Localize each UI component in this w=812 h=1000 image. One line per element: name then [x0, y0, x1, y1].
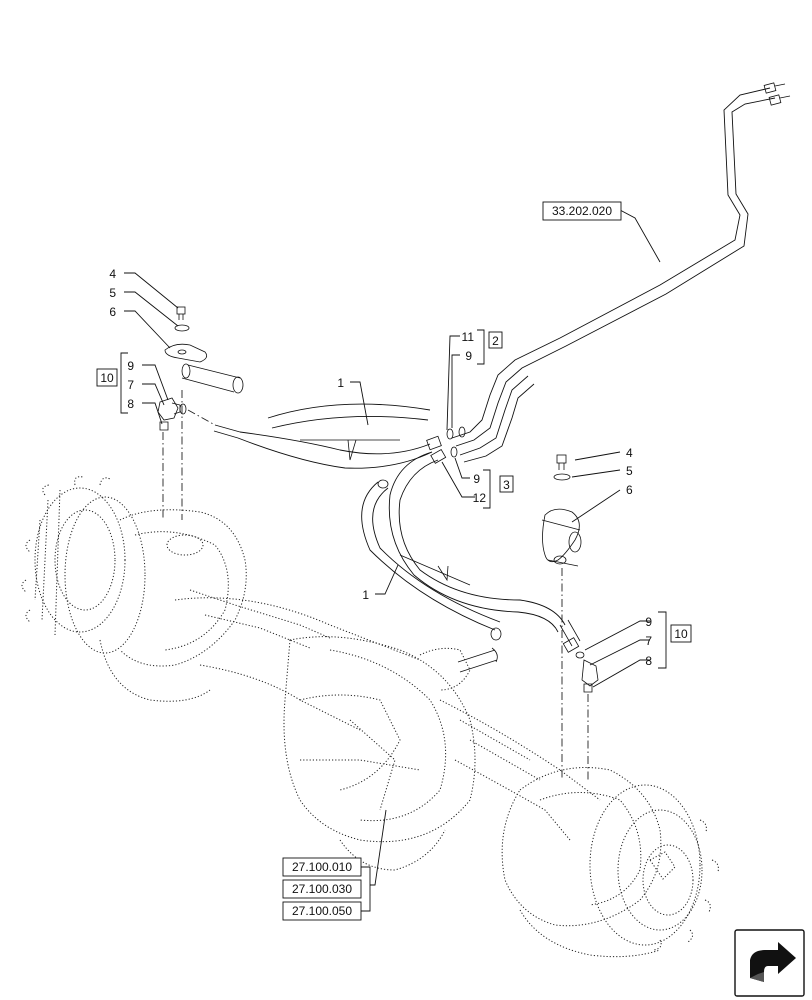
callout-7-right: 7 [645, 634, 652, 648]
right-bracket-group [541, 454, 599, 693]
rigid-pipes [446, 82, 791, 463]
left-bracket-group [157, 306, 244, 431]
callout-1-lower: 1 [362, 588, 369, 602]
callout-8-right: 8 [645, 654, 652, 668]
callout-4-left: 4 [109, 267, 116, 281]
group-2: 2 [492, 334, 499, 348]
group-10-right: 10 [674, 627, 688, 641]
center-line [187, 409, 216, 426]
group-boxes: 10 2 3 10 [96, 331, 692, 643]
callout-9-left: 9 [127, 359, 134, 373]
reference-boxes: 33.202.020 27.100.010 27.100.030 27.100.… [282, 201, 622, 921]
callout-6-right: 6 [626, 483, 633, 497]
callout-1-upper: 1 [337, 376, 344, 390]
ref-27-100-010: 27.100.010 [292, 860, 352, 874]
leader-lines [124, 209, 661, 886]
callout-12: 12 [473, 491, 487, 505]
group-brackets [120, 329, 667, 669]
callout-9-mid: 9 [473, 472, 480, 486]
group-10-left: 10 [100, 371, 114, 385]
group-3: 3 [503, 478, 510, 492]
ref-27-100-050: 27.100.050 [292, 904, 352, 918]
callout-7-left: 7 [127, 378, 134, 392]
ref-33-202-020: 33.202.020 [552, 204, 612, 218]
callout-labels: 4 5 6 9 7 8 1 1 11 9 9 12 4 5 6 9 7 8 [109, 267, 652, 668]
callout-8-left: 8 [127, 397, 134, 411]
callout-9-right: 9 [645, 615, 652, 629]
callout-4-right: 4 [626, 446, 633, 460]
callout-5-left: 5 [109, 286, 116, 300]
axle-housing [21, 476, 719, 958]
callout-9-upper: 9 [465, 349, 472, 363]
hose-assemblies [213, 403, 581, 653]
callout-5-right: 5 [626, 464, 633, 478]
next-page-arrow-icon[interactable] [734, 929, 805, 997]
callout-11: 11 [462, 330, 475, 344]
ref-27-100-030: 27.100.030 [292, 882, 352, 896]
callout-6-left: 6 [109, 305, 116, 319]
